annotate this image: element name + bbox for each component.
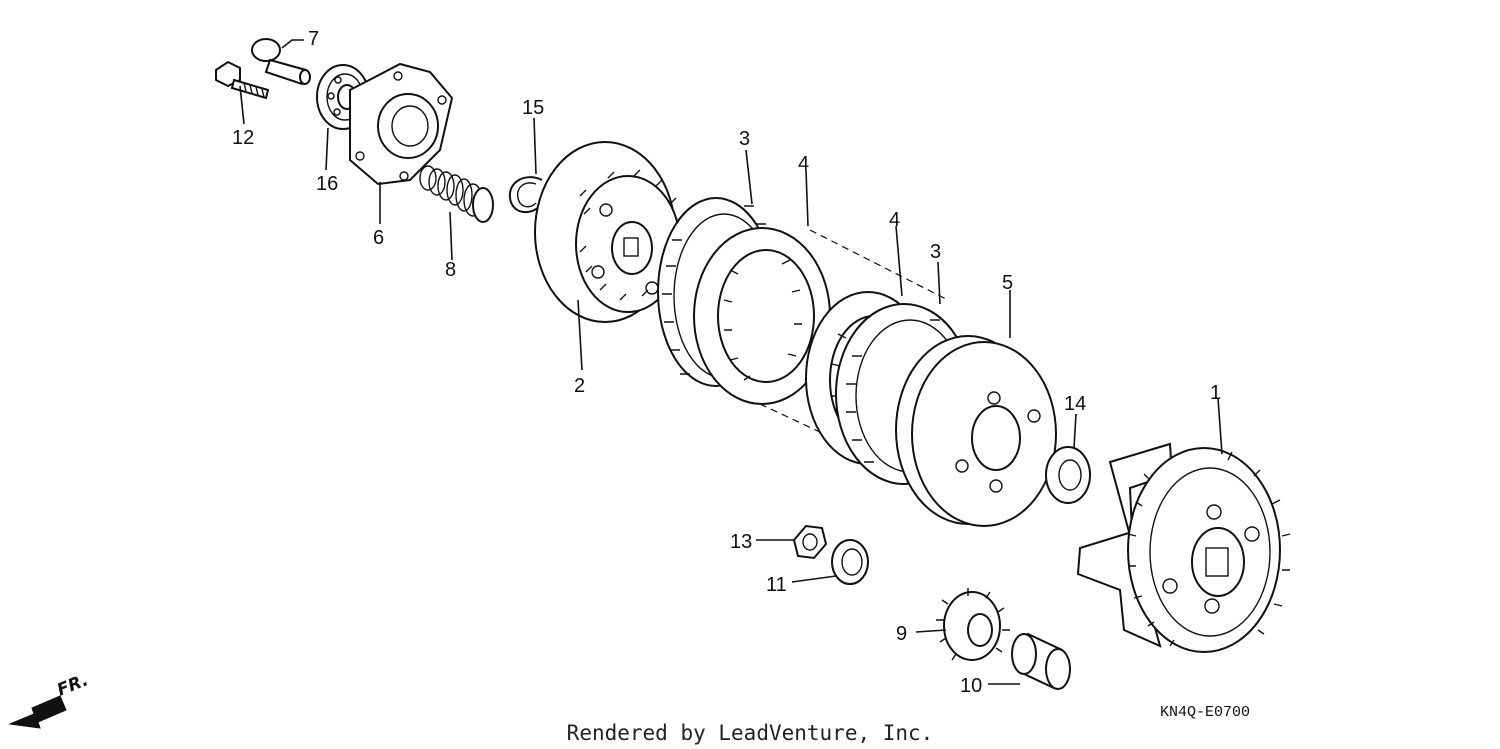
callout-3-left: 3 (739, 128, 750, 150)
callout-14: 14 (1064, 393, 1086, 415)
callout-6: 6 (373, 227, 384, 249)
part-1-clutch-outer[interactable] (1076, 442, 1291, 653)
front-direction-marker: FR. (8, 670, 91, 729)
front-label: FR. (54, 670, 91, 700)
callout-4-left: 4 (798, 153, 809, 175)
part-13-nut[interactable] (792, 524, 828, 560)
part-15-snap-ring[interactable] (508, 176, 543, 214)
callout-10: 10 (960, 675, 982, 697)
part-12-flange-bolt[interactable] (215, 60, 270, 100)
callout-8: 8 (445, 259, 456, 281)
part-9-drive-gear[interactable] (936, 588, 1010, 661)
callout-2: 2 (574, 375, 585, 397)
part-5-clutch-center[interactable] (895, 335, 1057, 527)
part-8-clutch-spring[interactable] (419, 165, 494, 223)
callout-1: 1 (1210, 382, 1221, 404)
part-11-washer[interactable] (831, 539, 869, 585)
part-7-collar-bolt[interactable] (251, 38, 311, 86)
callout-15: 15 (522, 97, 544, 119)
render-credit: Rendered by LeadVenture, Inc. (567, 721, 934, 745)
callout-12-13: 13 (730, 531, 752, 553)
callout-4-right: 4 (889, 209, 900, 231)
leader-lines (239, 39, 1223, 685)
stack-guide-upper (809, 229, 949, 301)
callout-5: 5 (1002, 272, 1013, 294)
callout-12: 12 (232, 127, 254, 149)
part-10-collar[interactable] (1011, 632, 1071, 690)
callout-11: 11 (766, 574, 787, 596)
front-arrow-icon (8, 695, 67, 729)
callout-9: 9 (896, 623, 907, 645)
callout-3-right: 3 (930, 241, 941, 263)
diagram-code: KN4Q-E0700 (1160, 704, 1250, 721)
callout-16: 16 (316, 173, 338, 195)
part-6-lifter-plate[interactable] (349, 62, 454, 186)
callout-7: 7 (308, 28, 319, 50)
part-4-clutch-plate-left[interactable] (693, 227, 831, 405)
part-14-lock-washer[interactable] (1045, 446, 1091, 504)
